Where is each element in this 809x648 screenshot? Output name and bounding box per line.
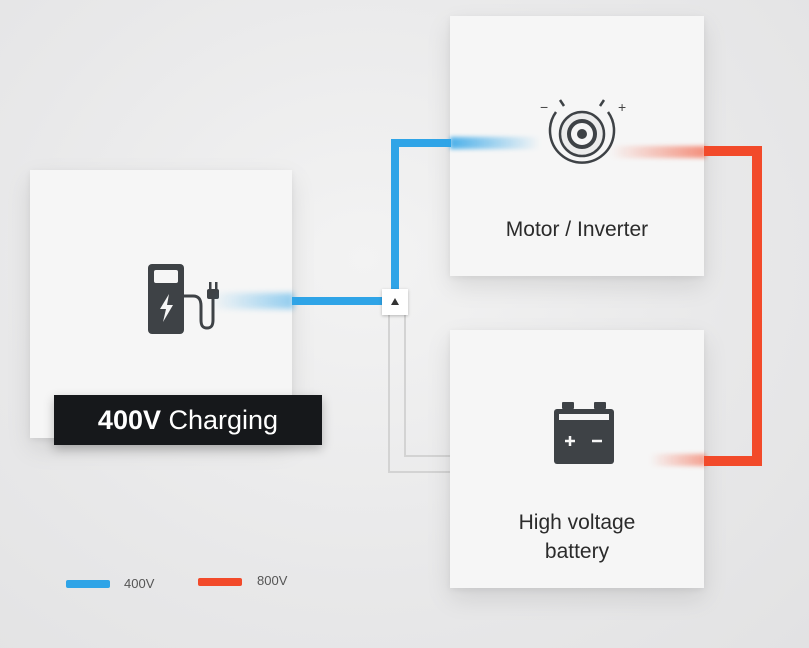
wire-glow-motor-right <box>610 146 706 158</box>
wire-junction-up <box>391 139 399 291</box>
battery-label-line2: battery <box>544 540 610 563</box>
battery-label-line1: High voltage <box>518 511 636 534</box>
legend-swatch-400v <box>66 580 110 588</box>
legend-label-400v: 400V <box>124 576 155 591</box>
wire-glow-motor-left <box>450 137 540 149</box>
wire-glow-battery <box>650 454 706 466</box>
charging-label: Charging <box>168 405 279 435</box>
junction-switch-icon <box>382 289 408 315</box>
gray-wire-horizontal <box>388 471 452 473</box>
wire-motor-to-right <box>704 146 762 156</box>
battery-icon <box>554 402 614 464</box>
svg-text:+: + <box>618 99 626 115</box>
wire-right-vertical <box>752 146 762 466</box>
motor-icon: − + <box>540 99 626 164</box>
gray-wire-vertical <box>388 315 390 473</box>
legend-swatch-800v <box>198 578 242 586</box>
legend-label-800v: 800V <box>257 573 288 588</box>
wire-charger-to-junction <box>292 297 384 305</box>
wire-glow-charger <box>210 293 294 309</box>
battery-label: High voltage battery <box>450 508 704 566</box>
svg-text:−: − <box>540 99 548 115</box>
gray-wire-horizontal-2 <box>404 455 452 457</box>
charging-banner: 400V Charging <box>54 395 322 445</box>
gray-wire-vertical-2 <box>404 315 406 457</box>
ev-charger-icon <box>148 264 219 334</box>
wire-to-motor <box>391 139 451 147</box>
wire-to-battery <box>704 456 762 466</box>
motor-inverter-label: Motor / Inverter <box>505 218 649 241</box>
charging-voltage: 400V <box>97 405 161 435</box>
